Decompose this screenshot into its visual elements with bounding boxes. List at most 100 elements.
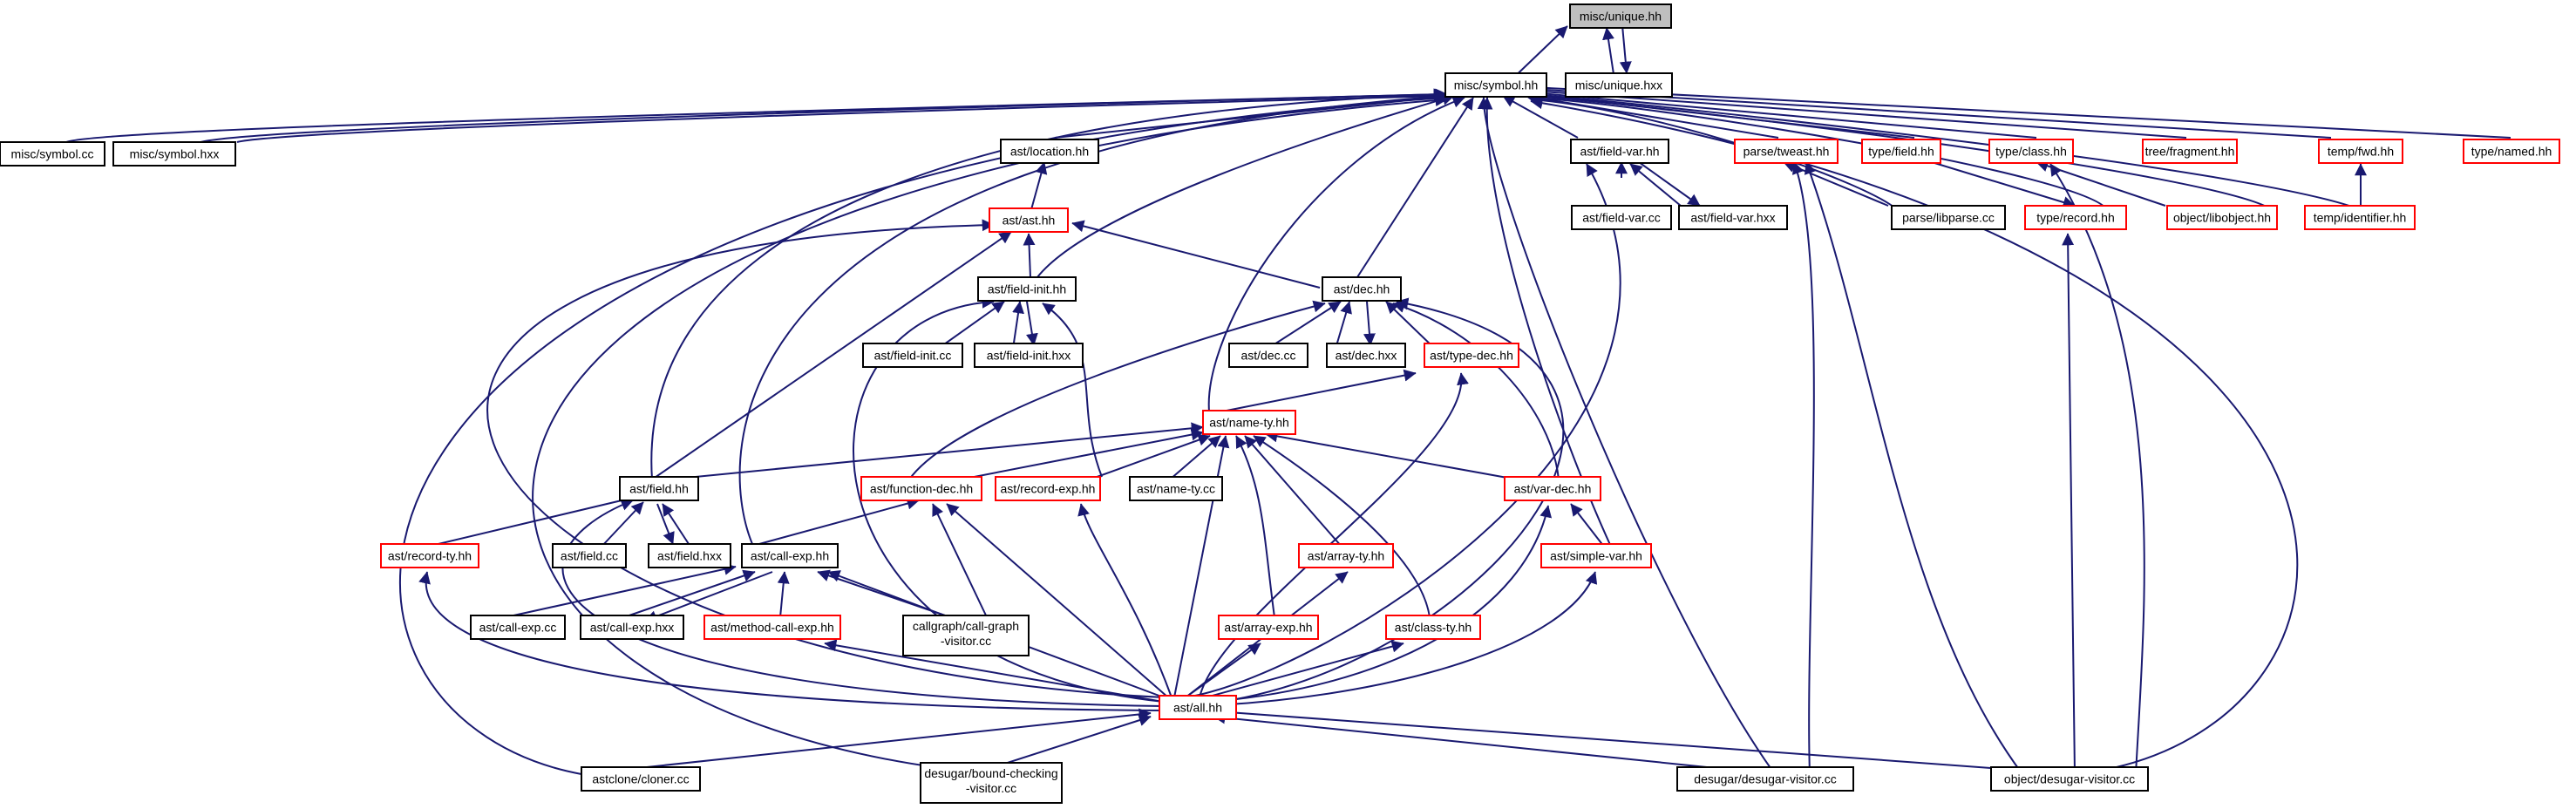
node-field-init-cc[interactable]: ast/field-init.cc — [862, 343, 963, 368]
node-array-ty-hh[interactable]: ast/array-ty.hh — [1298, 543, 1394, 568]
node-class-ty-hh[interactable]: ast/class-ty.hh — [1385, 615, 1481, 640]
node-box — [112, 141, 236, 167]
node-dec-cc[interactable]: ast/dec.cc — [1228, 343, 1308, 368]
node-unique-hxx[interactable]: misc/unique.hxx — [1565, 72, 1673, 98]
node-field-init-hh[interactable]: ast/field-init.hh — [977, 276, 1077, 302]
node-type-class-hh[interactable]: type/class.hh — [1988, 139, 2074, 164]
node-fragment-hh[interactable]: tree/fragment.hh — [2142, 139, 2238, 164]
node-name-ty-hh[interactable]: ast/name-ty.hh — [1202, 410, 1296, 435]
node-unique-hh: misc/unique.hh — [1569, 3, 1672, 29]
node-label: ast/field.hxx — [657, 549, 722, 563]
node-field-var-hh[interactable]: ast/field-var.hh — [1570, 139, 1669, 164]
node-simple-var-hh[interactable]: ast/simple-var.hh — [1540, 543, 1652, 568]
node-box — [380, 543, 479, 568]
node-label: type/class.hh — [1995, 145, 2067, 159]
node-fwd-hh[interactable]: temp/fwd.hh — [2318, 139, 2403, 164]
node-libobject-hh[interactable]: object/libobject.hh — [2166, 205, 2278, 230]
node-label: ast/all.hh — [1173, 701, 1222, 715]
node-desugar-visitor-cc[interactable]: desugar/desugar-visitor.cc — [1676, 766, 1854, 792]
node-field-var-hxx[interactable]: ast/field-var.hxx — [1678, 205, 1788, 230]
node-box — [1504, 476, 1601, 501]
node-call-exp-cc[interactable]: ast/call-exp.cc — [470, 615, 566, 640]
node-label: ast/dec.hxx — [1336, 349, 1397, 363]
node-call-exp-hh[interactable]: ast/call-exp.hh — [741, 543, 839, 568]
node-method-call-exp-hh[interactable]: ast/method-call-exp.hh — [703, 615, 841, 640]
node-box — [862, 343, 963, 368]
node-type-field-hh[interactable]: type/field.hh — [1861, 139, 1941, 164]
node-var-dec-hh[interactable]: ast/var-dec.hh — [1504, 476, 1601, 501]
node-object-desugar-visitor-cc[interactable]: object/desugar-visitor.cc — [1990, 766, 2149, 792]
node-box — [648, 543, 731, 568]
node-box — [581, 766, 701, 792]
node-box — [1565, 72, 1673, 98]
node-box — [1298, 543, 1394, 568]
node-identifier-hh[interactable]: temp/identifier.hh — [2304, 205, 2416, 230]
node-label: misc/unique.hxx — [1575, 78, 1662, 92]
node-label: parse/libparse.cc — [1902, 211, 1995, 225]
node-box — [2463, 139, 2560, 164]
node-record-ty-hh[interactable]: ast/record-ty.hh — [380, 543, 479, 568]
node-bound-checking-cc[interactable]: desugar/bound-checking-visitor.cc — [920, 762, 1063, 804]
node-type-record-hh[interactable]: type/record.hh — [2024, 205, 2127, 230]
node-symbol-cc[interactable]: misc/symbol.cc — [0, 141, 105, 167]
node-label: ast/function-dec.hh — [870, 482, 973, 496]
node-label: ast/name-ty.hh — [1209, 416, 1289, 430]
node-symbol-hxx[interactable]: misc/symbol.hxx — [112, 141, 236, 167]
node-box — [703, 615, 841, 640]
node-label: ast/call-exp.cc — [479, 621, 557, 635]
node-array-exp-hh[interactable]: ast/array-exp.hh — [1218, 615, 1319, 640]
node-label: astclone/cloner.cc — [592, 772, 689, 786]
node-box — [995, 476, 1101, 501]
node-field-var-cc[interactable]: ast/field-var.cc — [1571, 205, 1672, 230]
node-named-hh[interactable]: type/named.hh — [2463, 139, 2560, 164]
node-call-graph-cc[interactable]: callgraph/call-graph-visitor.cc — [902, 615, 1030, 656]
node-label: misc/symbol.cc — [11, 147, 94, 161]
node-box — [2166, 205, 2278, 230]
node-box — [1891, 205, 2006, 230]
node-box — [1571, 205, 1672, 230]
node-box — [902, 615, 1030, 656]
node-box — [1569, 3, 1672, 29]
node-label: misc/unique.hh — [1580, 10, 1662, 24]
node-box — [1570, 139, 1669, 164]
node-all-hh[interactable]: ast/all.hh — [1159, 695, 1237, 720]
node-box — [1228, 343, 1308, 368]
node-box — [1988, 139, 2074, 164]
node-field-hh[interactable]: ast/field.hh — [619, 476, 699, 501]
node-label: ast/dec.cc — [1240, 349, 1295, 363]
node-label: ast/array-exp.hh — [1224, 621, 1312, 635]
node-call-exp-hxx[interactable]: ast/call-exp.hxx — [580, 615, 684, 640]
node-label: ast/field-var.cc — [1582, 211, 1660, 225]
node-field-hxx[interactable]: ast/field.hxx — [648, 543, 731, 568]
node-dec-hxx[interactable]: ast/dec.hxx — [1326, 343, 1406, 368]
node-box — [977, 276, 1077, 302]
node-label: -visitor.cc — [941, 634, 991, 648]
node-box — [974, 343, 1084, 368]
node-label: ast/var-dec.hh — [1514, 482, 1592, 496]
node-label: parse/tweast.hh — [1743, 145, 1830, 159]
node-label: callgraph/call-graph — [913, 619, 1019, 633]
node-label: object/libobject.hh — [2173, 211, 2271, 225]
node-box — [1990, 766, 2149, 792]
node-box — [860, 476, 982, 501]
node-field-init-hxx[interactable]: ast/field-init.hxx — [974, 343, 1084, 368]
node-box — [1159, 695, 1237, 720]
node-box — [1678, 205, 1788, 230]
node-record-exp-hh[interactable]: ast/record-exp.hh — [995, 476, 1101, 501]
node-tweast-hh[interactable]: parse/tweast.hh — [1734, 139, 1839, 164]
node-box — [552, 543, 627, 568]
node-location-hh[interactable]: ast/location.hh — [1000, 139, 1099, 164]
node-box — [580, 615, 684, 640]
node-type-dec-hh[interactable]: ast/type-dec.hh — [1424, 343, 1519, 368]
node-cloner-cc[interactable]: astclone/cloner.cc — [581, 766, 701, 792]
node-name-ty-cc[interactable]: ast/name-ty.cc — [1129, 476, 1223, 501]
node-symbol-hh[interactable]: misc/symbol.hh — [1444, 72, 1547, 98]
node-libparse-cc[interactable]: parse/libparse.cc — [1891, 205, 2006, 230]
node-function-dec-hh[interactable]: ast/function-dec.hh — [860, 476, 982, 501]
node-box — [619, 476, 699, 501]
node-label: ast/location.hh — [1010, 145, 1089, 159]
node-dec-hh[interactable]: ast/dec.hh — [1322, 276, 1402, 302]
node-field-cc[interactable]: ast/field.cc — [552, 543, 627, 568]
node-ast-hh[interactable]: ast/ast.hh — [989, 207, 1069, 233]
